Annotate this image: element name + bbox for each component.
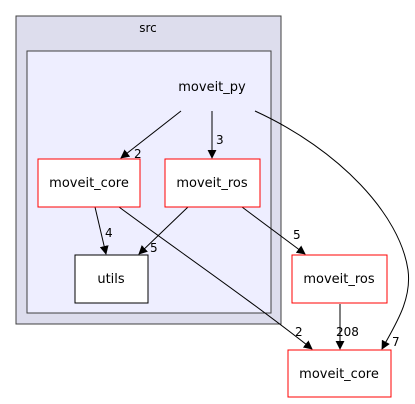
edge-core-inner-to-core-outer-label: 2 xyxy=(295,325,303,339)
edges: 2 3 4 5 5 208 2 7 xyxy=(94,110,410,350)
edge-core-inner-to-utils-label: 4 xyxy=(105,226,113,240)
edge-ros-inner-to-ros-outer[interactable] xyxy=(241,206,306,255)
edge-py-to-core-inner-label: 2 xyxy=(134,147,142,161)
edge-ros-inner-to-utils[interactable] xyxy=(138,206,189,255)
node-moveit-core-inner-label: moveit_core xyxy=(49,176,129,191)
edge-ros-inner-to-ros-outer-label: 5 xyxy=(293,228,301,242)
node-utils[interactable]: utils xyxy=(74,254,149,304)
node-moveit-ros-outer-label: moveit_ros xyxy=(303,272,375,287)
node-moveit-core-outer[interactable]: moveit_core xyxy=(287,349,392,398)
node-moveit-ros-inner-label: moveit_ros xyxy=(176,176,248,191)
edge-py-to-core-outer-label: 7 xyxy=(392,335,400,349)
edge-py-to-core-outer[interactable] xyxy=(254,110,410,350)
edge-core-inner-to-utils[interactable] xyxy=(94,206,109,255)
node-moveit-ros-inner[interactable]: moveit_ros xyxy=(164,158,261,208)
node-moveit-ros-outer[interactable]: moveit_ros xyxy=(291,254,388,304)
cluster-moveit-py-label: moveit_py xyxy=(178,80,246,95)
node-moveit-core-inner[interactable]: moveit_core xyxy=(37,158,141,208)
node-utils-label: utils xyxy=(97,272,125,287)
edge-py-to-ros-inner-label: 3 xyxy=(216,133,224,147)
edge-ros-inner-to-utils-label: 5 xyxy=(150,241,158,255)
node-moveit-core-outer-label: moveit_core xyxy=(299,367,379,382)
edge-core-inner-to-core-outer[interactable] xyxy=(118,206,313,350)
edge-py-to-core-inner[interactable] xyxy=(120,110,182,159)
edge-ros-outer-to-core-outer-label: 208 xyxy=(336,325,359,339)
cluster-src-label: src xyxy=(139,21,157,35)
